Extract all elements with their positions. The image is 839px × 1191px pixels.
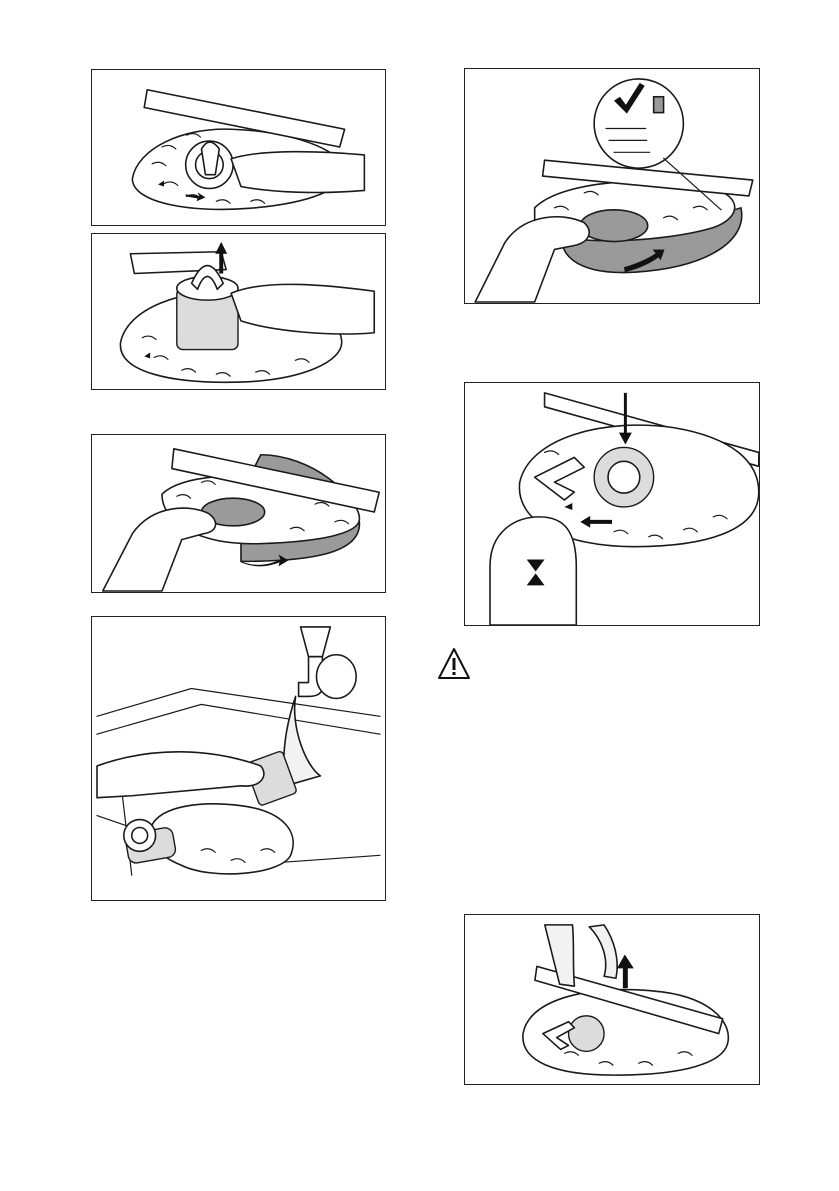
illustration-step-6 bbox=[464, 382, 760, 626]
warning-triangle-icon bbox=[437, 647, 471, 681]
filter-rotate-drawing bbox=[92, 70, 385, 225]
rinse-filters-drawing bbox=[92, 617, 385, 900]
illustration-step-7 bbox=[464, 914, 760, 1085]
illustration-step-2 bbox=[91, 233, 386, 390]
illustration-step-1 bbox=[91, 69, 386, 226]
filter-lift-drawing bbox=[92, 234, 385, 389]
illustration-step-5 bbox=[464, 68, 760, 304]
illustration-step-3 bbox=[91, 434, 386, 593]
flat-filter-refit-drawing bbox=[465, 69, 759, 303]
filter-lock-drawing bbox=[465, 383, 759, 625]
flat-filter-remove-drawing bbox=[92, 435, 385, 592]
filter-check-drawing bbox=[465, 915, 759, 1084]
illustration-step-4 bbox=[91, 616, 386, 901]
